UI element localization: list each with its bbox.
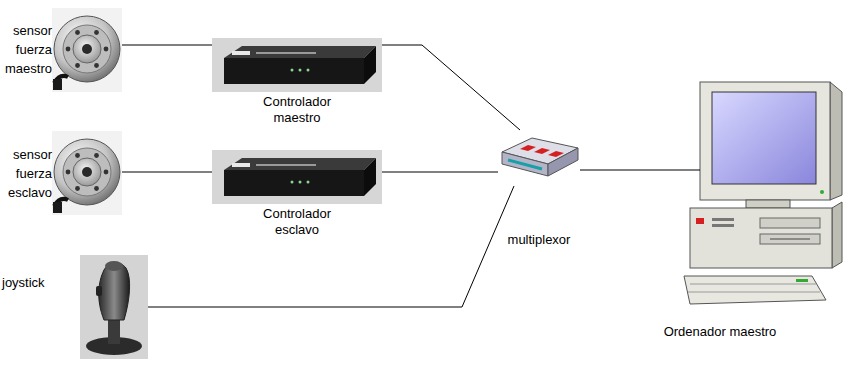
picture-frame xyxy=(80,255,148,359)
connection-line xyxy=(122,45,212,46)
picture-frame xyxy=(700,80,844,308)
connection-line xyxy=(382,172,498,173)
picture-frame xyxy=(212,38,382,92)
joystick-node: joystick xyxy=(0,255,148,359)
picture-frame xyxy=(498,130,580,186)
sensor-node: sensor fuerza maestro xyxy=(0,8,122,92)
device-label: Controlador esclavo xyxy=(247,206,347,238)
joystick-photo xyxy=(80,255,148,359)
device-label: Ordenador maestro xyxy=(636,322,804,341)
device-label: sensor fuerza esclavo xyxy=(0,145,52,202)
picture-frame xyxy=(52,8,122,92)
controller-node: Controlador maestro xyxy=(212,38,382,130)
computer-node: Ordenador maestro xyxy=(636,80,844,346)
controller-node: Controlador esclavo xyxy=(212,150,382,246)
controller-photo xyxy=(212,150,382,204)
connection-line xyxy=(122,172,212,173)
picture-frame xyxy=(212,150,382,204)
connection-line xyxy=(148,186,514,307)
picture-frame xyxy=(52,130,122,216)
computer-illustration xyxy=(684,82,842,304)
controller-photo xyxy=(212,38,382,92)
connection-line xyxy=(382,45,520,130)
device-label: multiplexor xyxy=(492,230,586,249)
multiplexor-icon xyxy=(502,138,578,176)
device-label: Controlador maestro xyxy=(247,94,347,126)
force-sensor-photo xyxy=(52,8,122,92)
connection-line xyxy=(580,170,700,171)
device-label: joystick xyxy=(2,273,76,292)
device-label: sensor fuerza maestro xyxy=(0,21,52,78)
sensor-node: sensor fuerza esclavo xyxy=(0,130,122,216)
force-sensor-photo xyxy=(52,131,122,215)
multiplexor-node: multiplexor xyxy=(498,130,586,251)
